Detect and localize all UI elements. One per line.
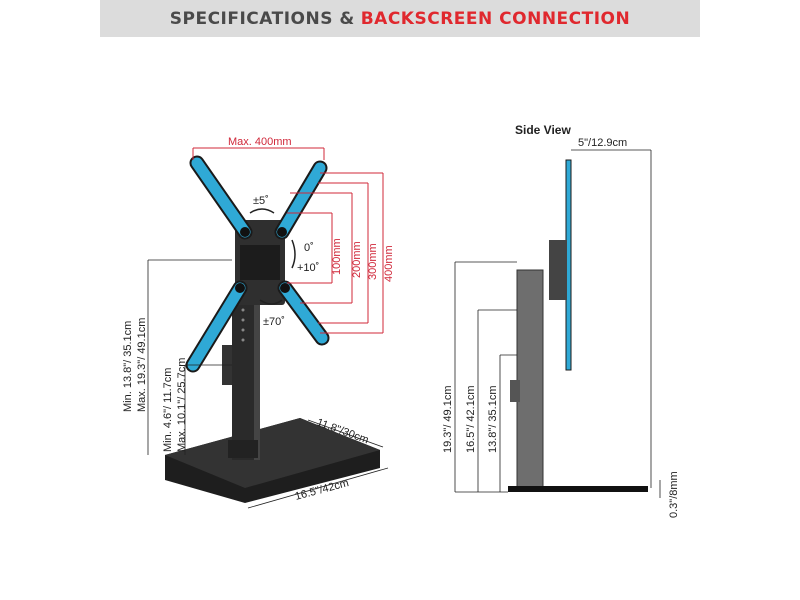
vesa-300-label: 300mm: [367, 243, 379, 280]
vesa-bracket: [185, 155, 330, 373]
height-max-label: Max. 19.3"/ 49.1cm: [136, 318, 148, 412]
vesa-height-lines: [287, 172, 384, 334]
header-title-part2: BACKSCREEN CONNECTION: [360, 8, 631, 29]
side-h3-label: 13.8"/ 35.1cm: [487, 386, 499, 454]
vesa-400-label: 400mm: [383, 245, 395, 282]
vesa-200-label: 200mm: [351, 241, 363, 278]
side-base-thickness-label: 0.3"/8mm: [668, 471, 680, 518]
page-header: SPECIFICATIONS & BACKSCREEN CONNECTION: [100, 0, 700, 37]
swivel-70-arrow: [259, 299, 283, 305]
adj-min-label: Min. 4.6"/ 11.7cm: [162, 368, 174, 452]
front-view: Max. 400mm 100mm 200mm 300mm 400mm ±5˚ 0…: [122, 136, 395, 509]
side-view: Side View 5"/12.9cm 19.3"/ 49.1cm 16.5"/…: [442, 123, 680, 518]
swivel-small-label: ±5˚: [253, 195, 269, 207]
tilt-10-label: +10˚: [297, 262, 319, 274]
adj-max-label: Max. 10.1"/ 25.7cm: [176, 358, 188, 452]
side-column: [516, 269, 544, 489]
side-h1-label: 19.3"/ 49.1cm: [442, 386, 454, 454]
glass-base-top: [165, 418, 380, 488]
side-view-title: Side View: [515, 123, 571, 137]
vesa-max-label: Max. 400mm: [228, 136, 292, 148]
side-h2-label: 16.5"/ 42.1cm: [465, 386, 477, 454]
tilt-0-label: 0˚: [304, 242, 314, 254]
swivel-70-label: ±70˚: [263, 316, 285, 328]
swivel-small-arrow: [249, 208, 275, 214]
height-dim-lines: [147, 259, 232, 455]
side-base: [508, 486, 648, 492]
header-title-part1: SPECIFICATIONS &: [169, 8, 355, 29]
vesa-100-label: 100mm: [331, 238, 343, 275]
stand-column: [232, 300, 254, 460]
tilt-arrow: [291, 239, 296, 269]
side-depth-label: 5"/12.9cm: [578, 137, 627, 149]
side-arm: [549, 240, 567, 300]
height-min-label: Min. 13.8"/ 35.1cm: [122, 321, 134, 412]
side-height-lines: [454, 261, 517, 493]
